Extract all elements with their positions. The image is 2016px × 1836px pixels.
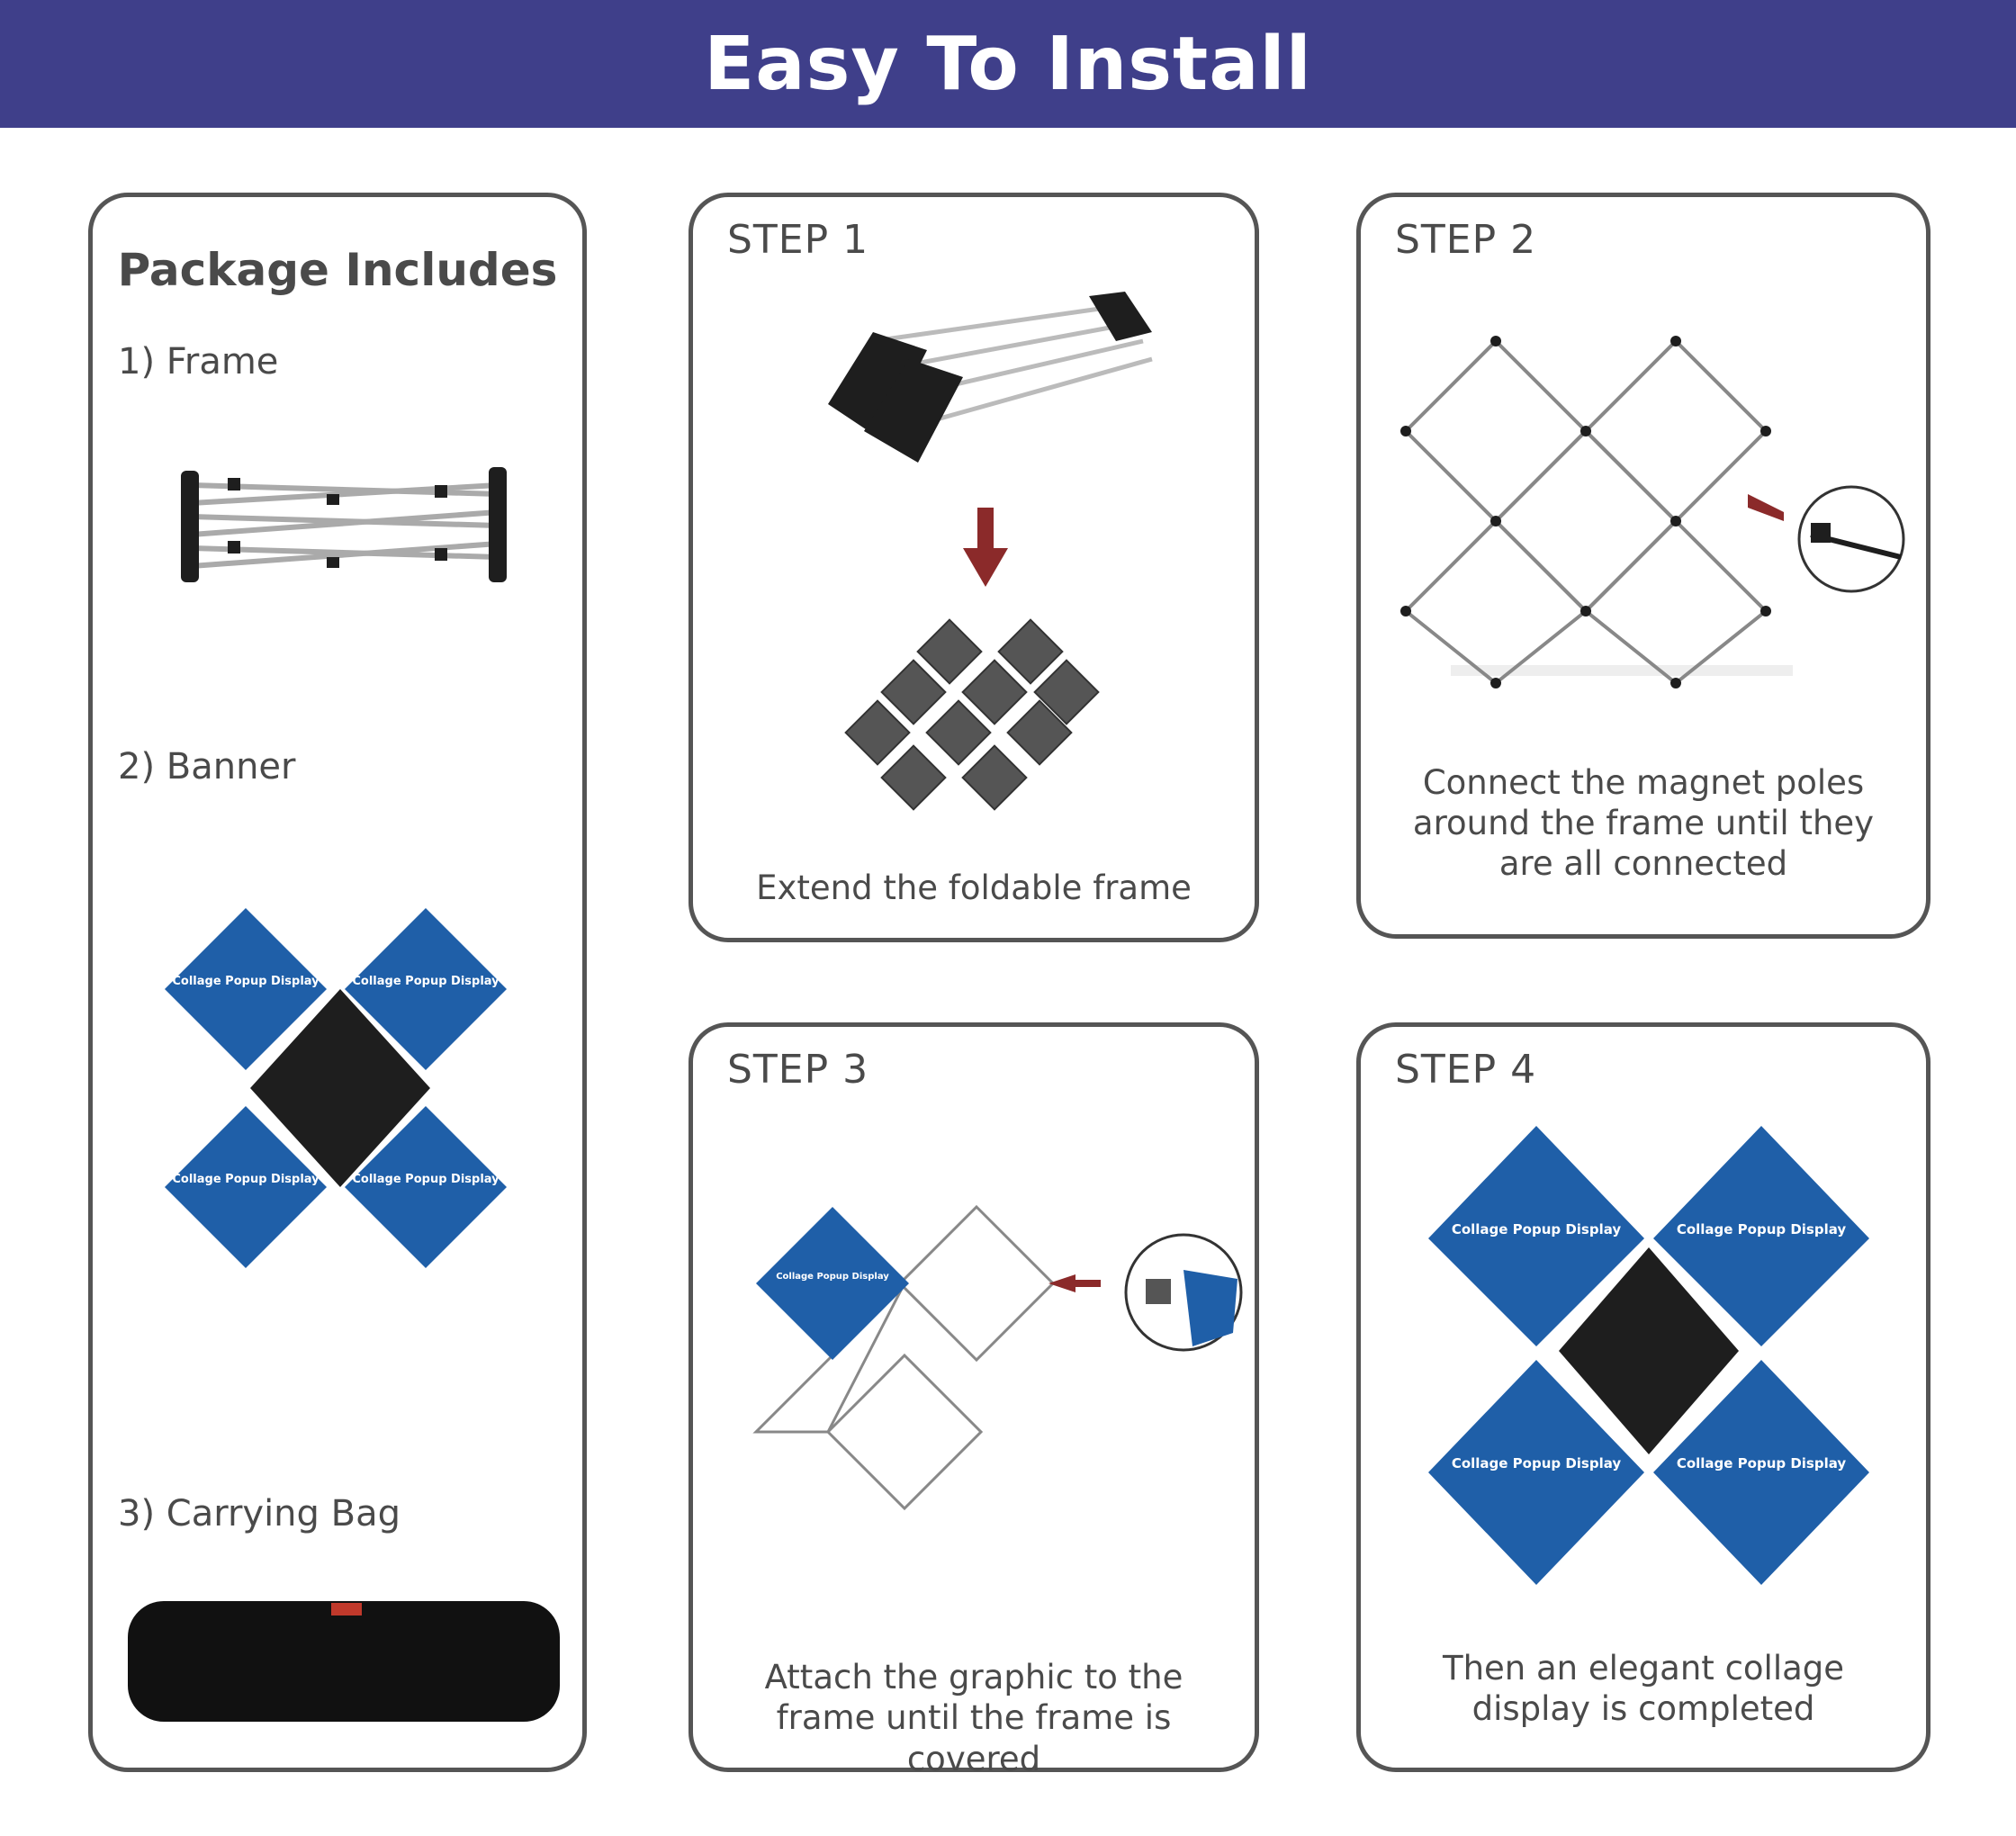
step-4-caption-line-1: Then an elegant collage [1442, 1649, 1845, 1688]
step-4-card: STEP 4 Collage Popup Display Collage Pop… [1356, 1022, 1930, 1772]
step-4-title: STEP 4 [1395, 1047, 1537, 1093]
magnet-detail-image [1748, 485, 1905, 593]
page-header: Easy To Install [0, 0, 2016, 128]
extended-frame-image [1400, 336, 1793, 688]
step-1-caption: Extend the foldable frame [756, 868, 1192, 907]
extended-frame-grid-image [844, 618, 1100, 811]
banner-collage-image: Collage Popup Display Collage Popup Disp… [165, 908, 507, 1268]
step-4-caption-line-2: display is completed [1472, 1689, 1815, 1728]
package-item-frame: 1) Frame [118, 341, 279, 382]
banner-label: Collage Popup Display [172, 975, 320, 988]
step-2-caption-line-3: are all connected [1498, 844, 1788, 883]
frame-with-graphic-image: Collage Popup Display [752, 1204, 1056, 1511]
step-2-card: STEP 2 Connect the magnet poles around t… [1356, 193, 1930, 939]
package-item-bag: 3) Carrying Bag [118, 1493, 400, 1534]
collapsed-frame-image [828, 292, 1153, 463]
package-card: Package Includes 1) Frame 2) Banner 3) C… [88, 193, 587, 1772]
step-1-card: STEP 1 Extend the foldable frame [688, 193, 1259, 942]
banner-label: Collage Popup Display [352, 975, 500, 988]
package-item-banner: 2) Banner [118, 746, 296, 788]
banner-label: Collage Popup Display [1452, 1455, 1622, 1472]
completed-collage-image: Collage Popup Display Collage Popup Disp… [1428, 1126, 1869, 1585]
step-3-caption-line-1: Attach the graphic to the [764, 1658, 1184, 1696]
step-2-title: STEP 2 [1395, 217, 1537, 263]
attach-detail-image [1048, 1233, 1243, 1352]
step-3-card: STEP 3 Collage Popup Display Attach the … [688, 1022, 1259, 1778]
banner-label: Collage Popup Display [172, 1173, 320, 1186]
package-title: Package Includes [117, 244, 558, 296]
banner-label: Collage Popup Display [1677, 1221, 1847, 1238]
step-1-title: STEP 1 [727, 217, 869, 263]
banner-label: Collage Popup Display [776, 1272, 889, 1282]
step-3-caption-line-2: frame until the frame is covered [776, 1698, 1172, 1778]
banner-label: Collage Popup Display [352, 1173, 500, 1186]
down-arrow-icon [963, 508, 1008, 587]
page-title: Easy To Install [704, 21, 1312, 107]
step-3-title: STEP 3 [727, 1047, 869, 1093]
step-2-caption-line-1: Connect the magnet poles [1422, 763, 1865, 802]
banner-label: Collage Popup Display [1677, 1455, 1847, 1472]
folded-frame-image [181, 467, 507, 582]
banner-label: Collage Popup Display [1452, 1221, 1622, 1238]
step-2-caption-line-2: around the frame until they [1412, 804, 1875, 842]
carrying-bag-image [128, 1601, 560, 1722]
